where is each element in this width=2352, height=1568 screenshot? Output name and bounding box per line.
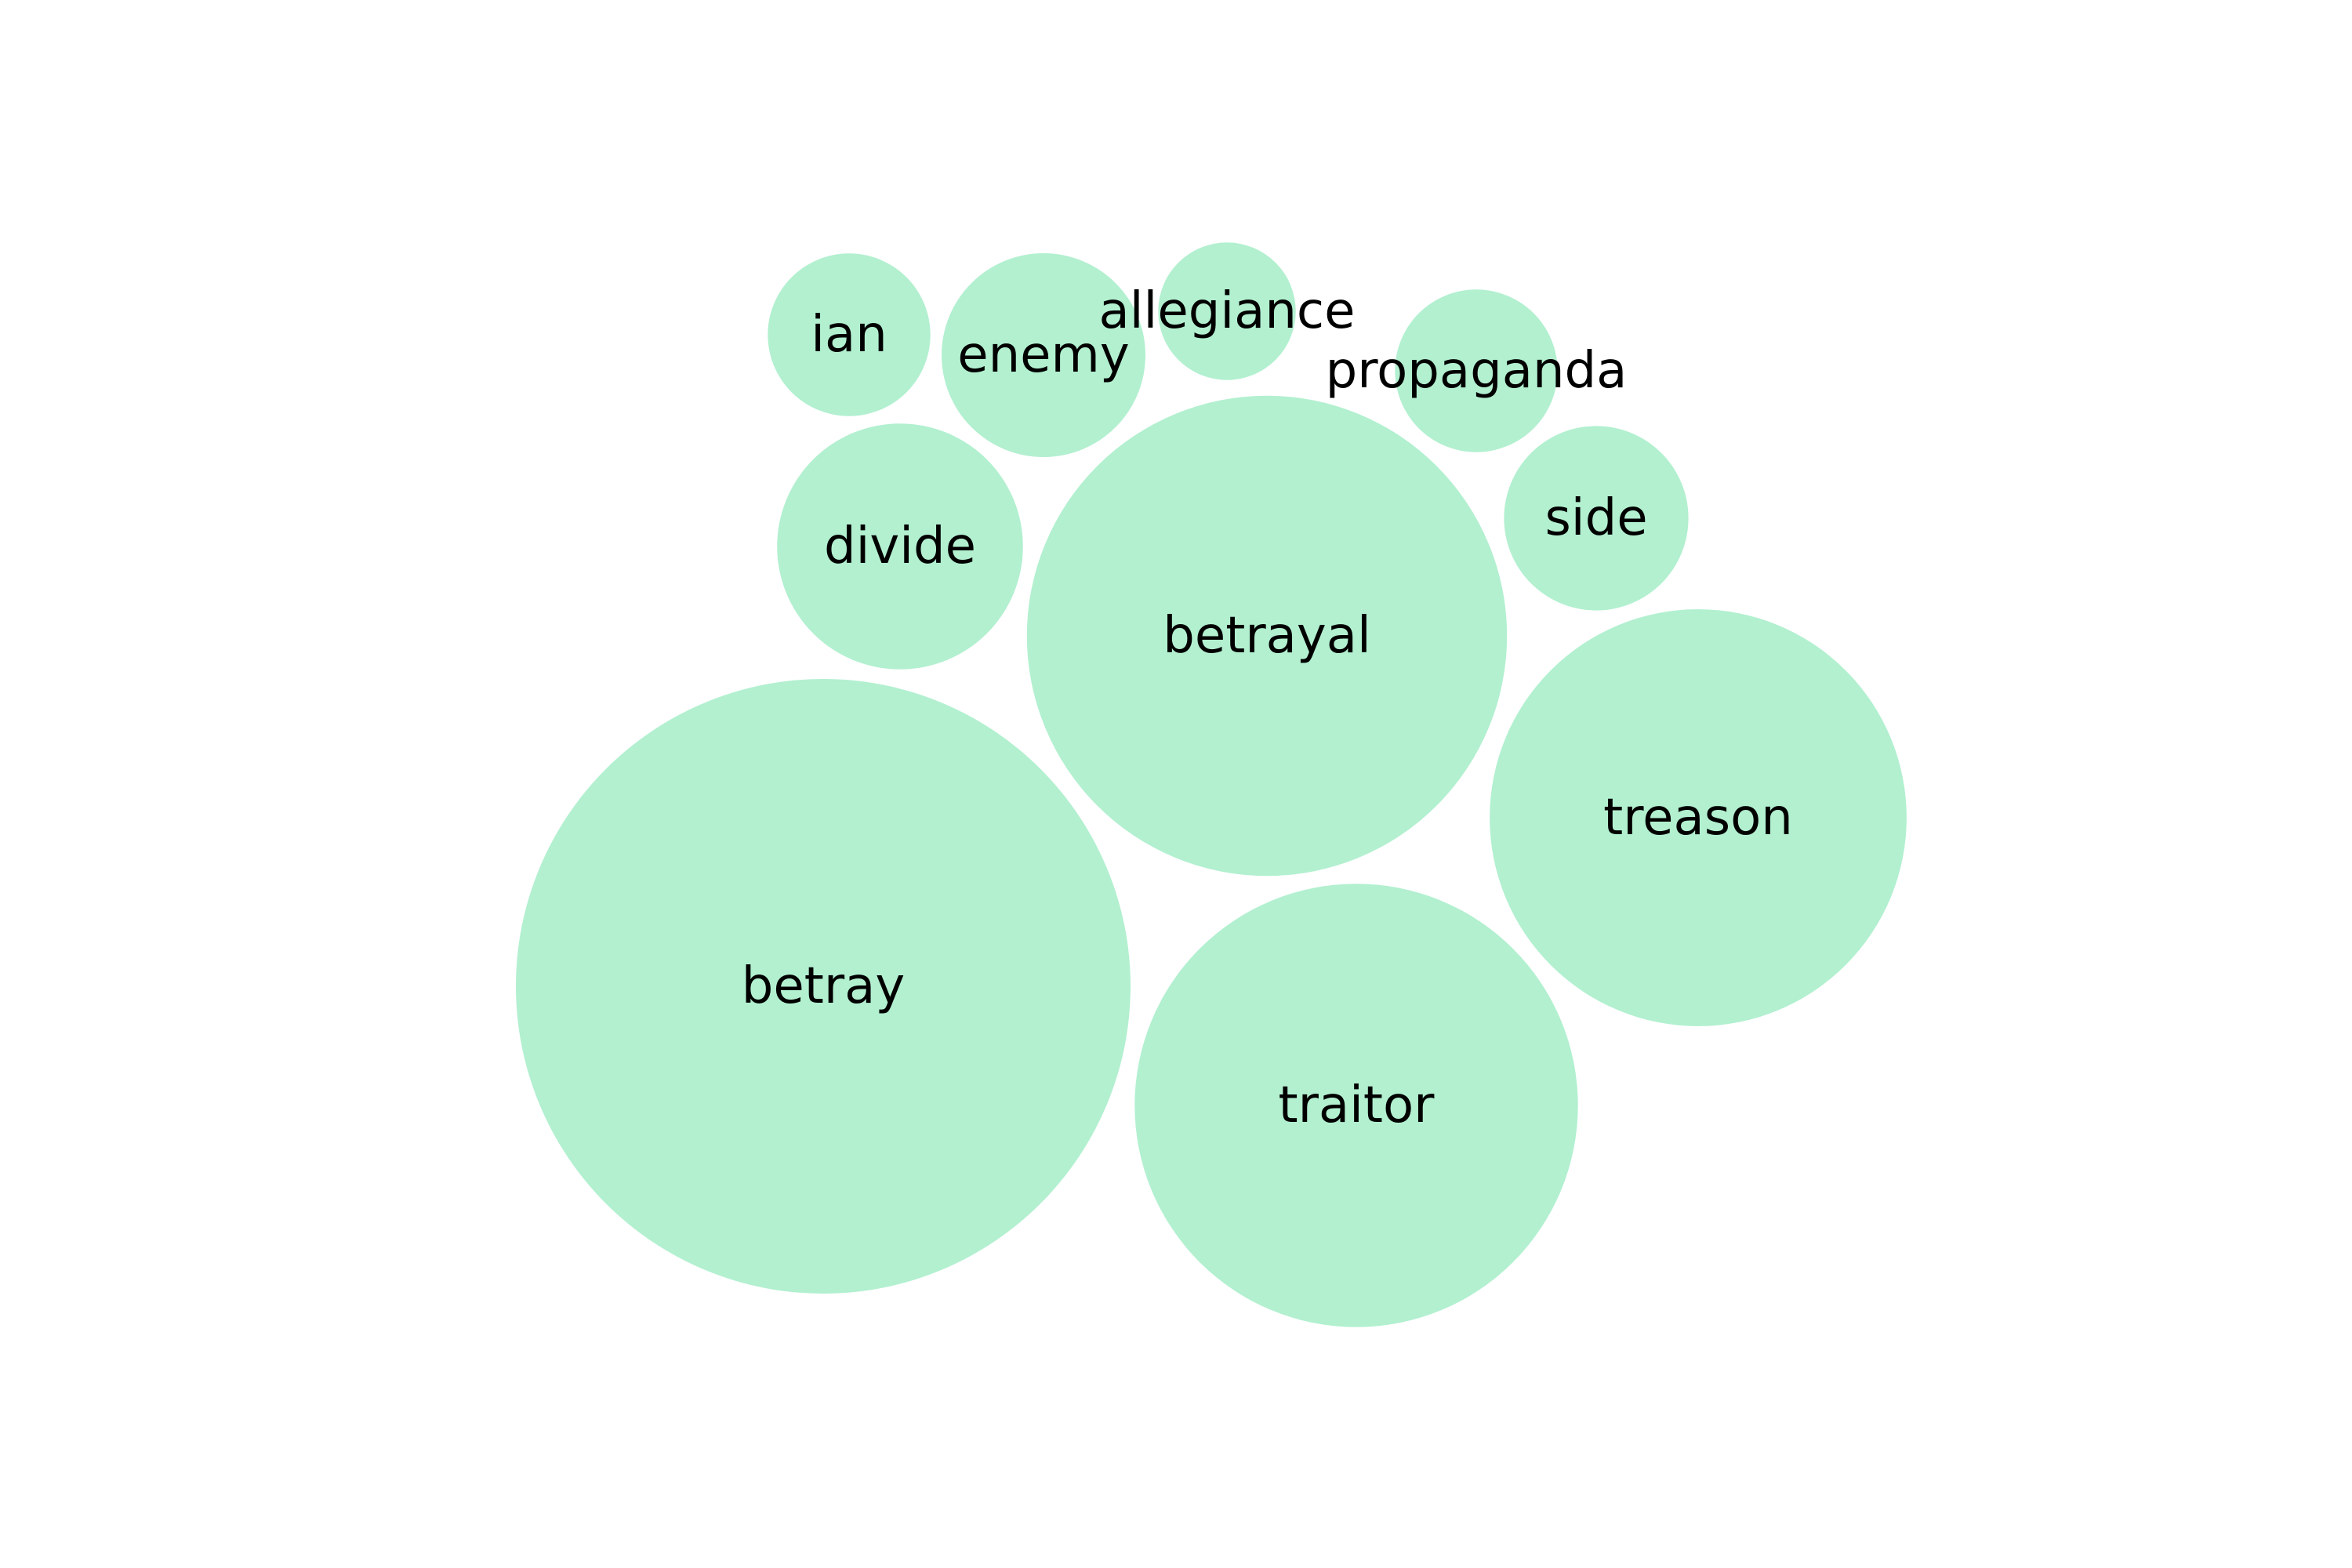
bubble-ian [768,253,931,416]
bubble-label-betrayal: betrayal [1163,607,1371,665]
bubble-label-betray: betray [742,957,906,1015]
bubble-betray [516,679,1131,1294]
labels-layer: betray betrayal traitor treason divide enemy s… [742,282,1793,1134]
bubble-label-divide: divide [824,517,976,575]
bubble-label-side: side [1544,489,1647,547]
bubble-allegiance [1158,242,1296,380]
bubble-label-ian: ian [811,306,887,364]
bubble-propaganda [1395,289,1558,452]
bubble-label-treason: treason [1603,789,1793,847]
bubble-label-propaganda: propaganda [1326,342,1628,400]
bubble-treason [1490,609,1907,1026]
bubble-label-traitor: traitor [1279,1076,1436,1134]
bubble-label-allegiance: allegiance [1099,282,1356,340]
bubble-divide [777,423,1023,670]
bubbles-layer [516,242,1907,1327]
bubble-label-enemy: enemy [957,326,1130,384]
bubble-side [1504,426,1689,611]
bubble-traitor [1134,884,1578,1327]
bubble-betrayal [1026,395,1508,877]
bubble-enemy [942,253,1145,457]
